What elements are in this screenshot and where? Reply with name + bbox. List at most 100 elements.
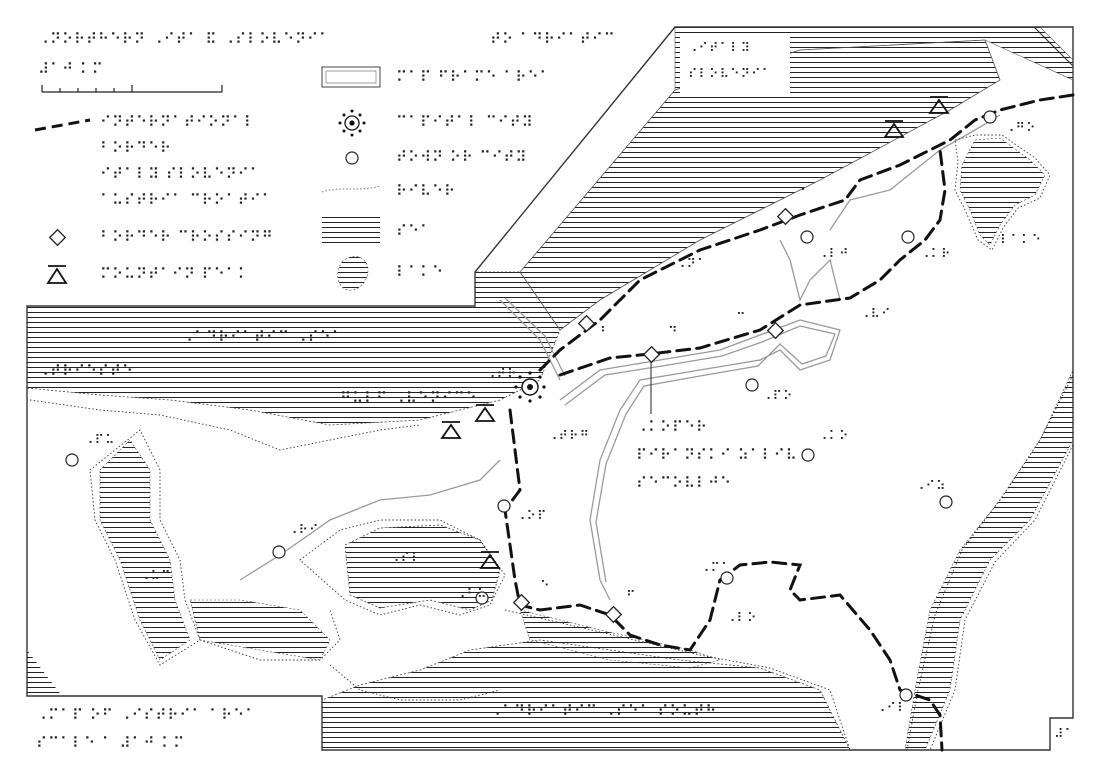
title-line-1b: ⠞⠕ ⠁⠙⠗⠊⠁⠞⠊⠉ — [490, 30, 616, 48]
braille-labels: ⠠⠝⠕⠗⠞⠓⠑⠗⠝ ⠠⠊⠞⠁ ⠯ ⠠⠎⠇⠕⠧⠑⠝⠊⠁ ⠞⠕ ⠁⠙⠗⠊⠁⠞⠊⠉ ⠼… — [36, 30, 1075, 752]
sea-right-strip — [904, 369, 1074, 751]
footer-line-1: ⠠⠍⠁⠏ ⠕⠋ ⠠⠊⠎⠞⠗⠊⠁ ⠁⠗⠑⠁ — [36, 706, 257, 724]
peak-marker — [440, 421, 462, 439]
frame-icon — [321, 66, 381, 88]
capital-marker — [514, 371, 546, 403]
legend-border-line-1: ⠊⠝⠞⠑⠗⠝⠁⠞⠊⠕⠝⠁⠇ — [100, 113, 256, 131]
legend-lake: ⠇⠁⠅⠑ — [396, 263, 444, 281]
inset-line-2: ⠎⠇⠕⠧⠑⠝⠊⠁ — [688, 67, 772, 82]
label-bottom-sea: ⠠⠁⠙⠗⠊⠁⠞⠊⠉ ⠠⠎⠑⠁ ⠎⠕⠥⠞⠓ — [490, 702, 717, 720]
peak-marker — [474, 404, 496, 422]
sea-bottom — [321, 639, 851, 751]
crossing-label: ⠋ — [626, 589, 637, 604]
label-adriatic: ⠠⠁⠙⠗⠊⠁⠞⠊⠉ ⠠⠎⠑⠁ — [182, 328, 344, 346]
town-marker — [939, 495, 953, 509]
diamond-icon — [48, 228, 67, 247]
title-line-1: ⠠⠝⠕⠗⠞⠓⠑⠗⠝ ⠠⠊⠞⠁ ⠯ ⠠⠎⠇⠕⠧⠑⠝⠊⠁ — [38, 30, 331, 48]
town-marker — [745, 378, 759, 392]
town-marker — [899, 688, 913, 702]
legend-town: ⠞⠕⠺⠝ ⠕⠗ ⠉⠊⠞⠽ — [396, 148, 527, 166]
coastlines — [29, 134, 1074, 751]
place-label: ⠠⠇⠕ — [726, 611, 758, 626]
corner-label: ⠼⠁ — [1054, 727, 1075, 742]
title-scale: ⠼⠁⠚ ⠅⠍ — [38, 60, 104, 78]
town-marker — [720, 571, 734, 585]
place-label: ⠠⠕⠏ — [516, 509, 548, 524]
crossing-marker — [577, 314, 596, 333]
label-koper-1: ⠠⠅⠕⠏⠑⠗ — [636, 418, 708, 436]
town-marker — [475, 591, 489, 605]
place-label: ⠠⠏⠕ — [762, 389, 794, 404]
lake-icon — [337, 256, 369, 291]
place-label: ⠠⠗⠊ — [288, 523, 320, 538]
place-label: ⠠⠅⠗ — [920, 247, 952, 262]
peak-marker — [479, 551, 501, 569]
sea-icon — [322, 215, 380, 245]
crossing-marker — [776, 207, 795, 226]
crossing-marker — [642, 345, 661, 364]
legend-peak: ⠍⠕⠥⠝⠞⠁⠊⠝ ⠏⠑⠁⠅ — [100, 265, 250, 283]
peak-label: ⠠⠝⠁ — [676, 257, 708, 272]
crossing-label: ⠙ — [668, 325, 679, 340]
crossing-marker — [766, 321, 785, 340]
place-label: ⠠⠃⠥ — [456, 587, 488, 602]
place-markers — [65, 110, 997, 702]
crossing-label: ⠃ — [600, 325, 611, 340]
town-marker — [801, 448, 815, 462]
crossing-marker — [604, 605, 623, 624]
peak-label: ⠠⠎⠇ — [390, 551, 422, 566]
legend-border-line-4: ⠁⠥⠎⠞⠗⠊⠁ ⠉⠗⠕⠁⠞⠊⠁ — [100, 191, 274, 209]
peak-label: ⠠⠧⠊ — [860, 307, 892, 322]
place-label: ⠠⠍⠁ — [700, 561, 732, 576]
town-marker — [497, 499, 511, 513]
dashed-line-icon — [34, 118, 91, 132]
town-icon — [345, 151, 359, 165]
frame-icon-inner — [325, 70, 377, 84]
footer-line-2: ⠎⠉⠁⠇⠑ ⠁ ⠼⠁⠚ ⠅⠍ — [36, 734, 185, 752]
legend-crossing: ⠃⠕⠗⠙⠑⠗ ⠉⠗⠕⠎⠎⠊⠝⠛ — [100, 228, 274, 246]
crossing-marker — [512, 593, 531, 612]
legend-frame: ⠍⠁⠏ ⠋⠗⠁⠍⠑ ⠁⠗⠑⠁ — [396, 68, 551, 86]
town-marker — [800, 230, 814, 244]
legend-border-line-3: ⠊⠞⠁⠇⠽ ⠎⠇⠕⠧⠑⠝⠊⠁ — [100, 165, 262, 183]
peak-label: ⠠⠥⠉ — [140, 569, 172, 584]
town-marker — [983, 110, 997, 124]
legend-river: ⠗⠊⠧⠑⠗ — [396, 182, 456, 200]
crossing-label: ⠁ — [800, 187, 811, 202]
lake-area — [959, 137, 1046, 246]
sea-bottom-left — [27, 650, 62, 696]
legend-border-line-2: ⠃⠕⠗⠙⠑⠗ — [100, 139, 172, 157]
crossing-label: ⠉ — [736, 311, 747, 326]
place-label: ⠠⠛⠕ — [1005, 121, 1037, 136]
legend — [34, 66, 381, 291]
label-gulf-venice: ⠛⠥⠇⠋ ⠠⠧⠑⠝⠊⠉⠑ — [340, 389, 478, 407]
place-label: ⠠⠊⠵ — [915, 479, 947, 494]
label-koper-3: ⠎⠑⠉⠕⠧⠇⠚⠑ — [636, 474, 732, 492]
border-crossings — [512, 207, 795, 624]
town-marker — [272, 545, 286, 559]
place-label: ⠠⠇⠚ — [818, 247, 850, 262]
scale-bar — [41, 85, 223, 93]
inset-label-box — [680, 34, 790, 96]
legend-capital: ⠉⠁⠏⠊⠞⠁⠇ ⠉⠊⠞⠽ — [396, 113, 534, 131]
place-label: ⠠⠏⠥ — [84, 433, 116, 448]
sea-mid-strip — [189, 599, 331, 661]
peak-marker — [883, 120, 905, 138]
place-label: ⠠⠞⠗ — [486, 367, 518, 382]
sea-gulf-venice — [26, 271, 561, 426]
town-marker — [901, 230, 915, 244]
capital-icon — [338, 109, 366, 137]
peak-icon — [46, 265, 68, 284]
legend-sea: ⠎⠑⠁ — [396, 222, 432, 240]
label-koper-2: ⠏⠊⠗⠁⠝⠎⠅⠊ ⠵⠁⠇⠊⠧ — [636, 446, 798, 464]
crossing-label: ⠑ — [540, 579, 551, 594]
river-icon — [321, 185, 381, 193]
peak-marker — [928, 96, 950, 114]
mountain-peaks — [440, 96, 950, 569]
label-lake: ⠇⠁⠅⠑ — [1000, 233, 1042, 248]
sea-diagonal-bay — [519, 609, 722, 669]
peak-label: ⠠⠞⠗⠛ — [548, 429, 590, 444]
sea-left-inlet — [99, 439, 191, 661]
place-label: ⠠⠅⠕ — [818, 429, 850, 444]
